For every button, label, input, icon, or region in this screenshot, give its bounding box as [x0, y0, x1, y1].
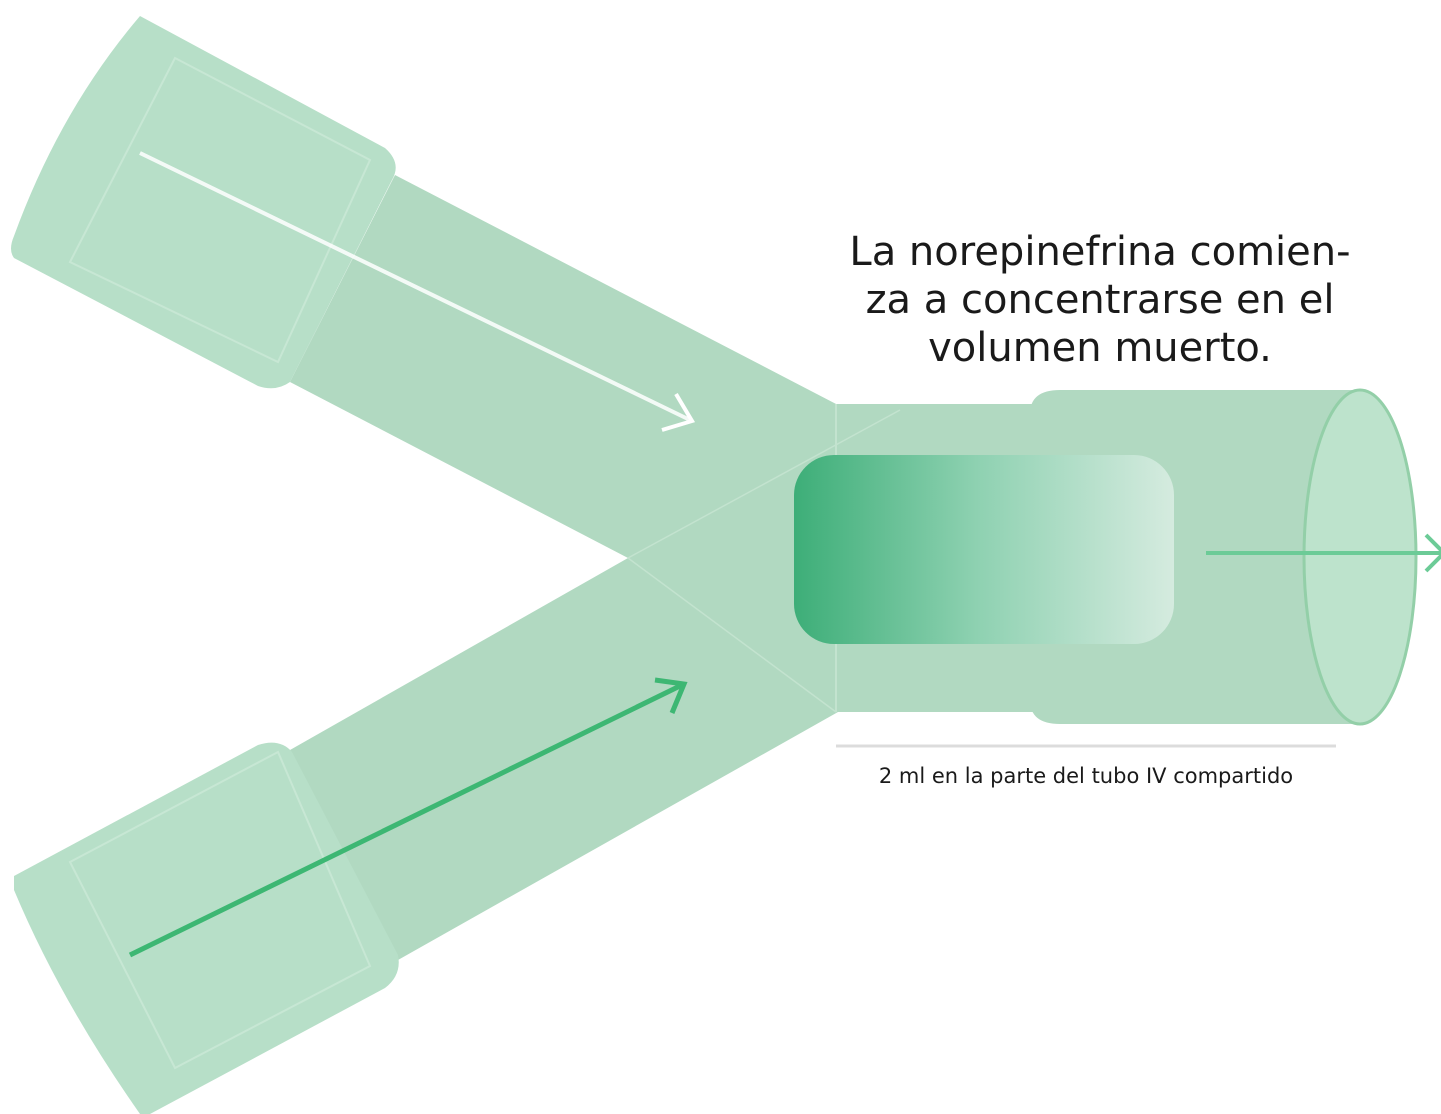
upper-inlet-branch	[11, 16, 838, 558]
lower-inlet-branch	[14, 558, 838, 1114]
arrow-right-icon	[1424, 533, 1441, 573]
diagram-caption: La norepinefrina comien- za a concentrar…	[820, 228, 1380, 372]
lower-inlet-cap	[14, 742, 399, 1114]
upper-cap-inner-edge	[68, 56, 372, 364]
upper-flow-arrow	[139, 151, 696, 432]
junction-seam-diag-1	[627, 409, 901, 559]
caption-line-3: volumen muerto.	[928, 325, 1272, 371]
arrow-right-icon	[654, 677, 688, 714]
junction-seam-diag-2	[627, 557, 837, 713]
dead-volume-drug	[794, 455, 1174, 644]
lower-branch-tube	[290, 558, 838, 960]
lower-flow-arrow	[128, 677, 688, 958]
outlet-opening	[1302, 388, 1418, 726]
lower-cap-inner-edge	[68, 750, 372, 1070]
outlet-flow-arrow	[1206, 533, 1441, 573]
caption-line-1: La norepinefrina comien-	[849, 229, 1351, 275]
upper-arrow-shaft	[139, 151, 691, 422]
upper-inlet-cap	[11, 16, 396, 389]
lower-arrow-shaft	[128, 681, 686, 958]
upper-branch-tube	[290, 175, 838, 558]
caption-line-2: za a concentrarse en el	[865, 277, 1335, 323]
arrow-right-icon	[661, 392, 696, 432]
dead-volume-label: 2 ml en la parte del tubo IV compartido	[878, 764, 1294, 788]
